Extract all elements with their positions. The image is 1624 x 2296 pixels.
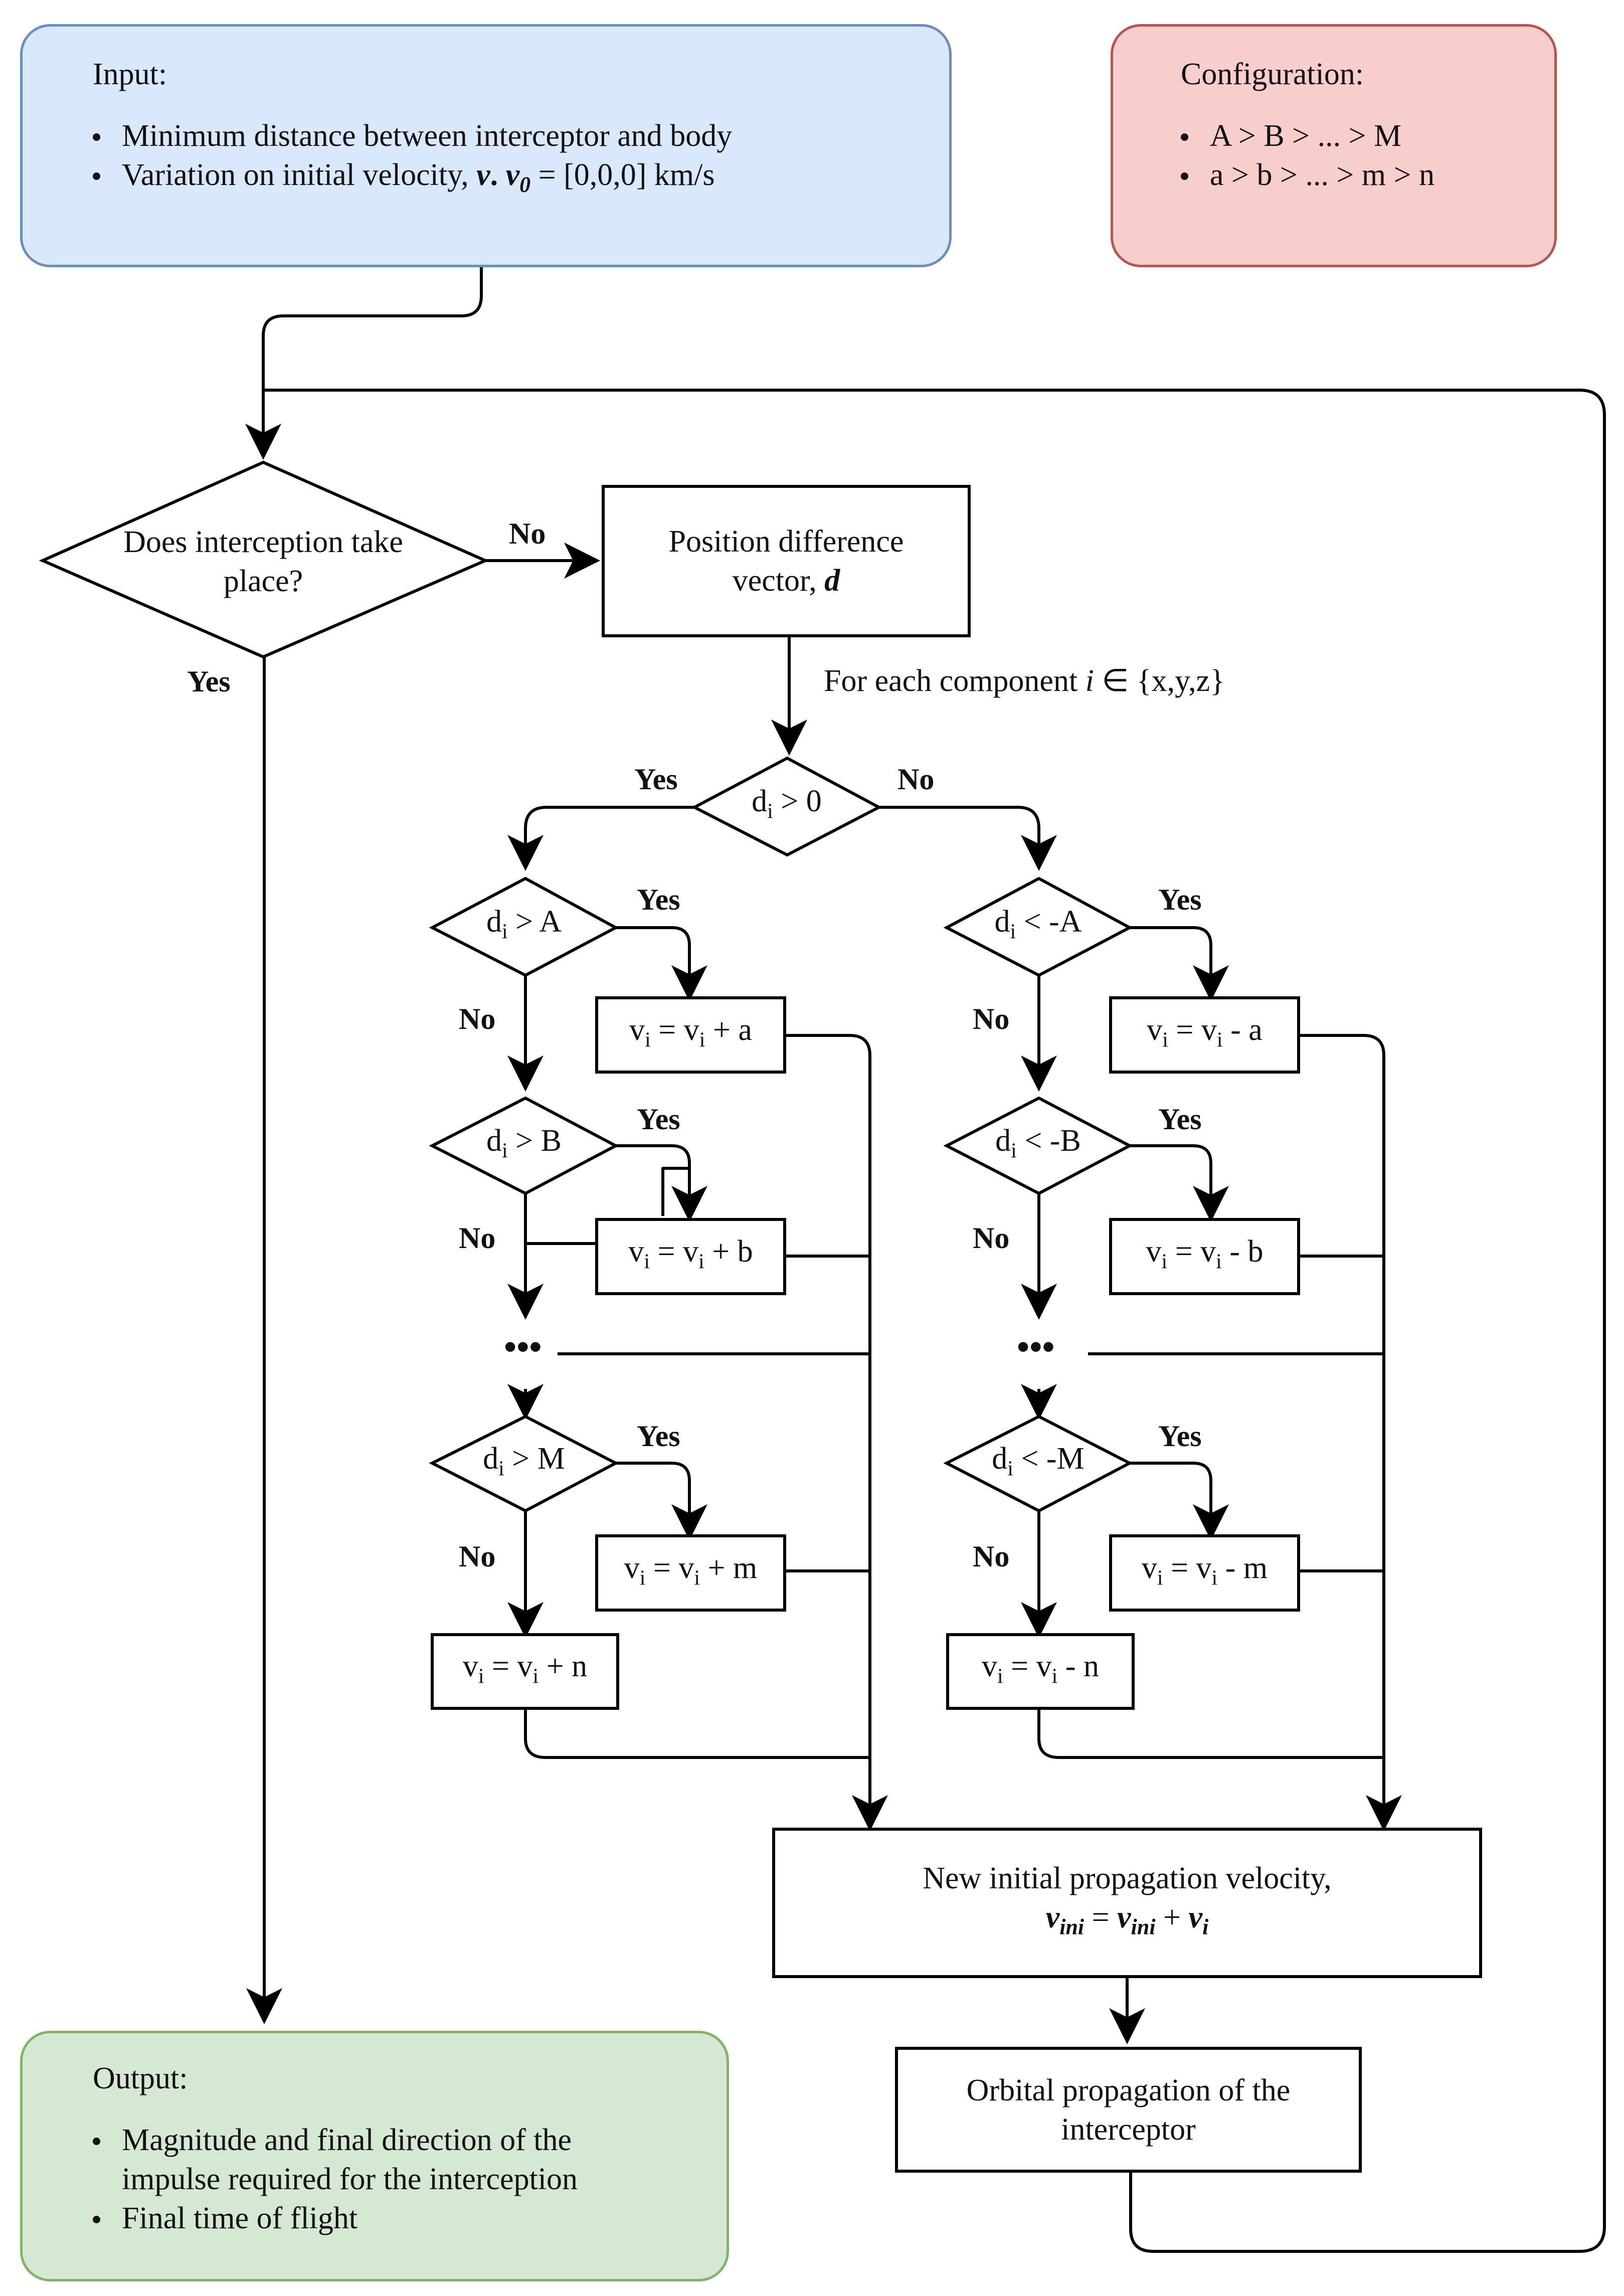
new-velocity-line1: New initial propagation velocity,	[923, 1861, 1332, 1896]
update-left-n-shape	[431, 1633, 619, 1710]
decision-left-m-yes-label: Yes	[637, 1420, 680, 1453]
decision-right-b-yes-label: Yes	[1158, 1103, 1202, 1136]
decision-root-text: di > 0	[752, 784, 822, 823]
update-right-a-shape	[1109, 996, 1300, 1074]
decision-right-m-yes-label: Yes	[1158, 1420, 1202, 1453]
input-list: Minimum distance between interceptor and…	[93, 116, 949, 204]
update-right-m-shape	[1109, 1534, 1300, 1612]
decision-right-a-no-label: No	[973, 1002, 1010, 1035]
configuration-item-increments: a > b > ... > m > n	[1181, 155, 1554, 195]
connector-right-merge-a	[1299, 1034, 1402, 1831]
decision-intercept-no-label: No	[509, 517, 546, 550]
connector-right-merge-n	[1037, 1708, 1384, 1759]
update-right-b-shape	[1109, 1218, 1300, 1295]
decision-left-a-shape	[429, 876, 619, 977]
update-right-a-text: vi = vi - a	[1147, 1012, 1262, 1052]
connector-left-b-yes	[616, 1144, 707, 1222]
new-velocity-equation: vini = vini + vi	[1045, 1900, 1209, 1939]
update-right-n-text: vi = vi - n	[982, 1649, 1099, 1688]
update-left-b-shape	[595, 1218, 786, 1295]
decision-left-b-yes-label: Yes	[637, 1103, 680, 1136]
decision-left-a-text: di > A	[486, 905, 562, 944]
update-right-b-text: vi = vi - b	[1146, 1234, 1264, 1274]
decision-left-m-no-label: No	[459, 1540, 496, 1573]
input-item-velocity: Variation on initial velocity, v. v0 = […	[93, 155, 949, 204]
connector-input-to-decision	[245, 267, 483, 460]
configuration-box: Configuration: A > B > ... > M a > b > .…	[1111, 24, 1557, 267]
decision-left-m-shape	[429, 1415, 619, 1513]
decision-right-a-shape	[943, 876, 1133, 977]
connector-right-m-yes	[1130, 1462, 1229, 1540]
decision-left-b-shape	[429, 1096, 619, 1195]
connector-left-merge-a	[785, 1034, 888, 1831]
position-diff-shape	[602, 485, 971, 637]
output-item-time-of-flight: Final time of flight	[93, 2199, 727, 2238]
right-ellipsis: •••	[1017, 1327, 1055, 1367]
update-left-a-shape	[595, 996, 786, 1074]
velocity-symbol: v	[476, 158, 490, 192]
for-each-label: For each component i ∈ {x,y,z}	[824, 664, 1225, 698]
orbital-text: Orbital propagation of the interceptor	[966, 2073, 1291, 2147]
connector-right-b-yes	[1130, 1144, 1229, 1222]
output-heading: Output:	[93, 2061, 188, 2095]
input-heading: Input:	[93, 57, 167, 91]
orbital-shape	[895, 2047, 1362, 2173]
update-left-b-text: vi = vi + b	[628, 1234, 753, 1274]
decision-root-yes-label: Yes	[634, 763, 678, 796]
update-left-a-text: vi = vi + a	[629, 1012, 752, 1052]
decision-right-m-text: di < -M	[992, 1441, 1085, 1481]
d-symbol: d	[824, 564, 840, 598]
decision-left-b-no-label: No	[459, 1221, 496, 1255]
output-item-impulse: Magnitude and final direction of the imp…	[93, 2121, 653, 2199]
left-ellipsis: •••	[504, 1327, 542, 1367]
decision-right-m-shape	[943, 1415, 1133, 1513]
connector-root-left	[507, 806, 694, 871]
connector-loop-back	[263, 389, 1606, 2253]
input-box: Input: Minimum distance between intercep…	[20, 24, 952, 267]
connector-right-a-yes	[1130, 926, 1229, 1001]
decision-right-m-no-label: No	[973, 1540, 1010, 1573]
connector-left-m-yes	[616, 1462, 707, 1540]
decision-left-a-no-label: No	[459, 1002, 496, 1035]
update-left-m-shape	[595, 1534, 786, 1612]
decision-left-b-text: di > B	[486, 1123, 562, 1163]
new-velocity-text: New initial propagation velocity, vini =…	[774, 1829, 1481, 1977]
decision-right-a-text: di < -A	[994, 905, 1082, 944]
connector-left-merge-n	[524, 1708, 870, 1759]
decision-right-b-no-label: No	[973, 1221, 1010, 1255]
position-diff-text: Position difference vector, d	[668, 524, 904, 598]
input-item-min-distance: Minimum distance between interceptor and…	[93, 116, 949, 155]
decision-intercept-shape	[39, 460, 489, 659]
update-right-n-shape	[946, 1633, 1135, 1710]
connector-root-right	[879, 806, 1057, 871]
decision-right-b-shape	[943, 1096, 1133, 1195]
decision-intercept-yes-label: Yes	[187, 665, 231, 698]
decision-right-b-text: di < -B	[995, 1123, 1081, 1163]
decision-intercept-text: Does interception take place?	[123, 525, 403, 598]
input-item-velocity-text: Variation on initial velocity,	[122, 158, 469, 192]
update-left-n-text: vi = vi + n	[462, 1649, 588, 1688]
configuration-item-thresholds: A > B > ... > M	[1181, 116, 1554, 155]
decision-root-shape	[691, 756, 882, 857]
update-right-m-text: vi = vi - m	[1141, 1550, 1268, 1590]
decision-root-no-label: No	[897, 763, 935, 796]
decision-left-m-text: di > M	[483, 1441, 565, 1481]
decision-left-a-yes-label: Yes	[637, 883, 680, 916]
connector-left-a-yes	[616, 926, 707, 1001]
output-list: Magnitude and final direction of the imp…	[93, 2121, 727, 2238]
update-left-m-text: vi = vi + m	[624, 1550, 758, 1590]
connector-left-b-extra	[661, 1167, 689, 1216]
new-velocity-shape	[772, 1828, 1482, 1978]
output-box: Output: Magnitude and final direction of…	[20, 2031, 729, 2281]
v0-value: = [0,0,0] km/s	[538, 158, 715, 192]
decision-right-a-yes-label: Yes	[1158, 883, 1202, 916]
v0-symbol: v0	[505, 158, 531, 197]
configuration-heading: Configuration:	[1181, 57, 1364, 91]
configuration-list: A > B > ... > M a > b > ... > m > n	[1181, 116, 1554, 195]
